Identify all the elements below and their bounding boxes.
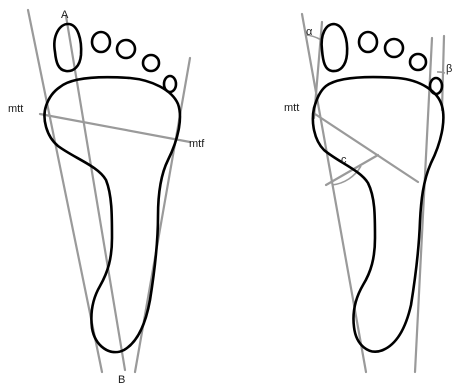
left-label-a: A — [61, 9, 69, 21]
left-second-toe — [92, 32, 110, 52]
left-mtt-mtf-line — [40, 114, 190, 142]
right-big-toe — [322, 24, 348, 71]
right-medial-tangent-line — [302, 14, 366, 372]
right-second-toe — [359, 32, 377, 52]
right-c-arc — [332, 166, 361, 185]
right-fourth-toe — [410, 54, 426, 70]
left-label-b: B — [118, 374, 125, 384]
right-label-c: c — [341, 154, 347, 166]
left-label-mtf: mtf — [189, 138, 205, 150]
left-third-toe — [117, 40, 135, 58]
left-fourth-toe — [143, 55, 159, 71]
right-label-mtt: mtt — [284, 102, 299, 114]
left-label-mtt: mtt — [8, 103, 23, 115]
right-beta-arc — [437, 72, 445, 73]
right-third-toe — [385, 39, 403, 57]
left-foot-panel: A B mtt mtf — [8, 9, 205, 384]
right-foot-panel: α β mtt c — [284, 14, 452, 372]
right-label-alpha: α — [306, 26, 313, 38]
right-label-beta: β — [446, 63, 452, 75]
